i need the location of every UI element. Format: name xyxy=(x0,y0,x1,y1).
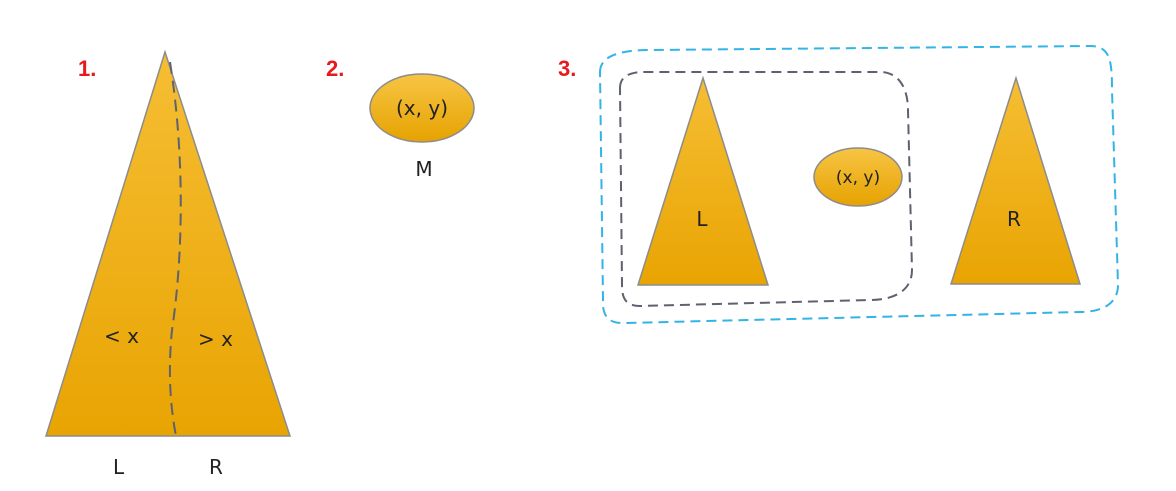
step1-group: < x > x L R xyxy=(44,49,292,479)
step3-group: L (x, y) R xyxy=(598,44,1120,325)
median-node xyxy=(369,73,475,143)
step-number-1: 1. xyxy=(78,56,96,81)
left-subtree-triangle xyxy=(636,75,770,286)
left-half-label: < x xyxy=(104,324,139,348)
left-base-label: L xyxy=(113,455,125,479)
inner-dashed-boundary xyxy=(618,71,914,308)
root-node-label: (x, y) xyxy=(836,168,880,188)
split-dashed-line xyxy=(168,61,182,437)
root-node xyxy=(813,147,903,207)
step-number-3: 3. xyxy=(558,56,576,81)
step-number-2: 2. xyxy=(326,56,344,81)
outer-dashed-boundary xyxy=(598,44,1120,325)
right-subtree-triangle xyxy=(949,75,1082,285)
left-subtree-label: L xyxy=(696,207,708,231)
right-base-label: R xyxy=(209,455,223,479)
big-tree-triangle xyxy=(44,49,292,437)
right-half-label: > x xyxy=(198,327,233,351)
median-node-caption: M xyxy=(415,157,432,181)
median-node-label: (x, y) xyxy=(396,96,448,120)
step2-group: (x, y) M xyxy=(369,73,475,181)
right-subtree-label: R xyxy=(1007,207,1021,231)
